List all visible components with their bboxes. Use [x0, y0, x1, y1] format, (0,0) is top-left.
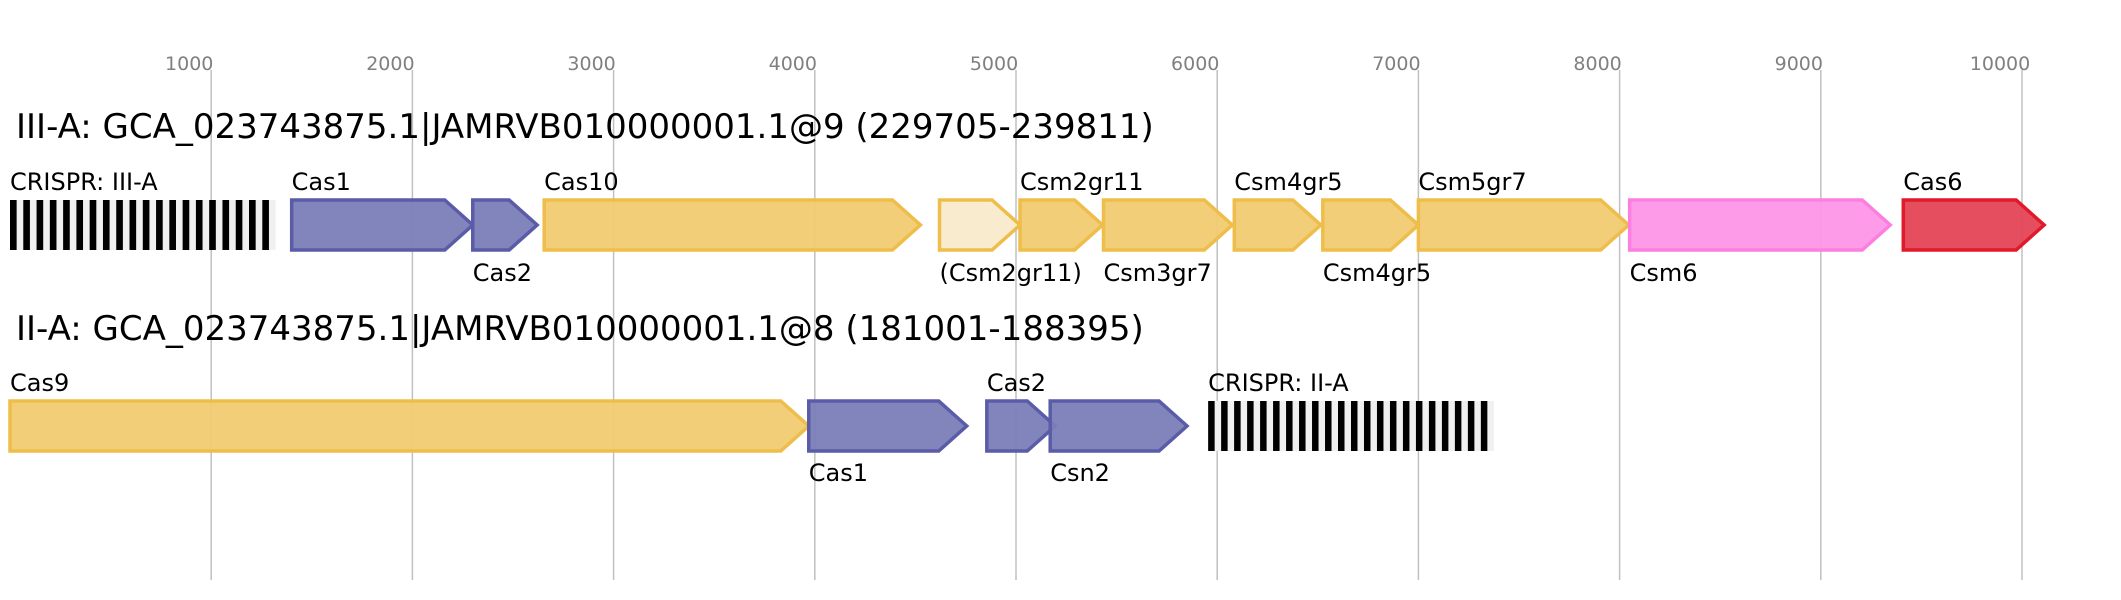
crispr-repeat [63, 200, 70, 250]
gene-label: Csm4gr5 [1323, 259, 1431, 287]
crispr-repeat [182, 200, 190, 250]
gene-label: Cas9 [10, 369, 69, 397]
crispr-repeat [23, 200, 30, 250]
tick-label: 7000 [1372, 53, 1420, 75]
gene-arrow-cas2[interactable] [471, 198, 540, 252]
crispr-repeat [262, 200, 269, 250]
crispr-array[interactable] [10, 200, 276, 250]
gene-arrow-csm4gr5[interactable] [1321, 198, 1422, 252]
track-title: III-A: GCA_023743875.1|JAMRVB010000001.1… [16, 107, 1154, 147]
tracks-layer: III-A: GCA_023743875.1|JAMRVB010000001.1… [8, 107, 2047, 487]
crispr-repeat [169, 200, 176, 250]
crispr-repeat [156, 200, 163, 250]
crispr-repeat [249, 200, 256, 250]
gene-arrow-csn2[interactable] [1048, 399, 1190, 453]
gene-label: Cas10 [544, 168, 619, 196]
gene-arrow-csm2gr11[interactable] [1018, 198, 1106, 252]
gene-label: (Csm2gr11) [940, 259, 1082, 287]
track: III-A: GCA_023743875.1|JAMRVB010000001.1… [10, 107, 2047, 287]
crispr-repeat [1389, 401, 1397, 451]
gene-arrow-csm3gr7[interactable] [1101, 198, 1235, 252]
crispr-repeat [1480, 401, 1488, 451]
crispr-repeat [10, 200, 17, 250]
tick-label: 5000 [970, 53, 1018, 75]
tick-label: 10000 [1970, 53, 2030, 75]
tick-label: 4000 [769, 53, 817, 75]
tick-label: 9000 [1775, 53, 1823, 75]
tick-label: 3000 [567, 53, 615, 75]
gene-label: Csm3gr7 [1104, 259, 1212, 287]
gene-label: Cas1 [809, 459, 868, 487]
crispr-repeat [142, 200, 150, 250]
crispr-repeat [222, 200, 230, 250]
crispr-repeat [209, 200, 216, 250]
gene-label: CRISPR: II-A [1208, 369, 1349, 397]
crispr-repeat [235, 200, 243, 250]
crispr-repeat [1350, 401, 1358, 451]
gene-label: Csm2gr11 [1020, 168, 1144, 196]
gene-arrow-cas1[interactable] [289, 198, 476, 252]
gene-label: Csm6 [1630, 259, 1698, 287]
gene-label: Cas2 [987, 369, 1046, 397]
gene-arrow-cas6[interactable] [1901, 198, 2047, 252]
crispr-repeat [1376, 401, 1384, 451]
crispr-repeat [1273, 401, 1280, 451]
crispr-repeat [1221, 401, 1228, 451]
gene-arrow-csm5gr7[interactable] [1416, 198, 1632, 252]
gene-label: CRISPR: III-A [10, 168, 158, 196]
tick-label: 8000 [1573, 53, 1621, 75]
crispr-repeat [1312, 401, 1319, 451]
crispr-repeat [1415, 401, 1423, 451]
crispr-repeat [1454, 401, 1462, 451]
gene-label: Csn2 [1050, 459, 1110, 487]
crispr-repeat [1428, 401, 1436, 451]
grid-layer [210, 70, 2023, 580]
crispr-array[interactable] [1208, 401, 1494, 451]
crispr-repeat [102, 200, 110, 250]
crispr-repeat [1467, 401, 1475, 451]
crispr-repeat [1234, 401, 1241, 451]
crispr-repeat [1208, 401, 1215, 451]
tick-labels: 1000 2000 3000 4000 5000 6000 7000 8000 9000 1000… [165, 53, 2030, 75]
crispr-repeat [129, 200, 137, 250]
crispr-repeat [116, 200, 123, 250]
crispr-repeat [49, 200, 57, 250]
gene-arrow-cas9[interactable] [8, 399, 812, 453]
crispr-repeat [1260, 401, 1267, 451]
gene-arrow-cas10[interactable] [542, 198, 924, 252]
crispr-repeat [1299, 401, 1306, 451]
gene-label: Cas2 [473, 259, 532, 287]
tick-label: 2000 [366, 53, 414, 75]
crispr-repeat [1363, 401, 1371, 451]
track-title: II-A: GCA_023743875.1|JAMRVB010000001.1@… [16, 309, 1144, 349]
tick-label: 1000 [165, 53, 213, 75]
crispr-repeat [76, 200, 84, 250]
crispr-repeat [195, 200, 203, 250]
gene-label: Cas6 [1903, 168, 1962, 196]
track: II-A: GCA_023743875.1|JAMRVB010000001.1@… [8, 309, 1494, 487]
crispr-repeat [1338, 401, 1345, 451]
crispr-repeat [1286, 401, 1293, 451]
crispr-repeat [1247, 401, 1254, 451]
gene-arrow-csm6[interactable] [1627, 198, 1893, 252]
gene-label: Csm4gr5 [1234, 168, 1342, 196]
crispr-repeat [1441, 401, 1449, 451]
gene-arrow-csm4gr5[interactable] [1232, 198, 1324, 252]
gene-arrow-cas2[interactable] [985, 399, 1058, 453]
crispr-repeat [36, 200, 44, 250]
crispr-repeat [1402, 401, 1410, 451]
crispr-repeat [89, 200, 97, 250]
gene-label: Csm5gr7 [1418, 168, 1526, 196]
gene-arrow-cas1[interactable] [807, 399, 970, 453]
gene-arrow-csm2gr11[interactable] [937, 198, 1023, 252]
gene-label: Cas1 [292, 168, 351, 196]
crispr-repeat [1325, 401, 1332, 451]
tick-label: 6000 [1171, 53, 1219, 75]
